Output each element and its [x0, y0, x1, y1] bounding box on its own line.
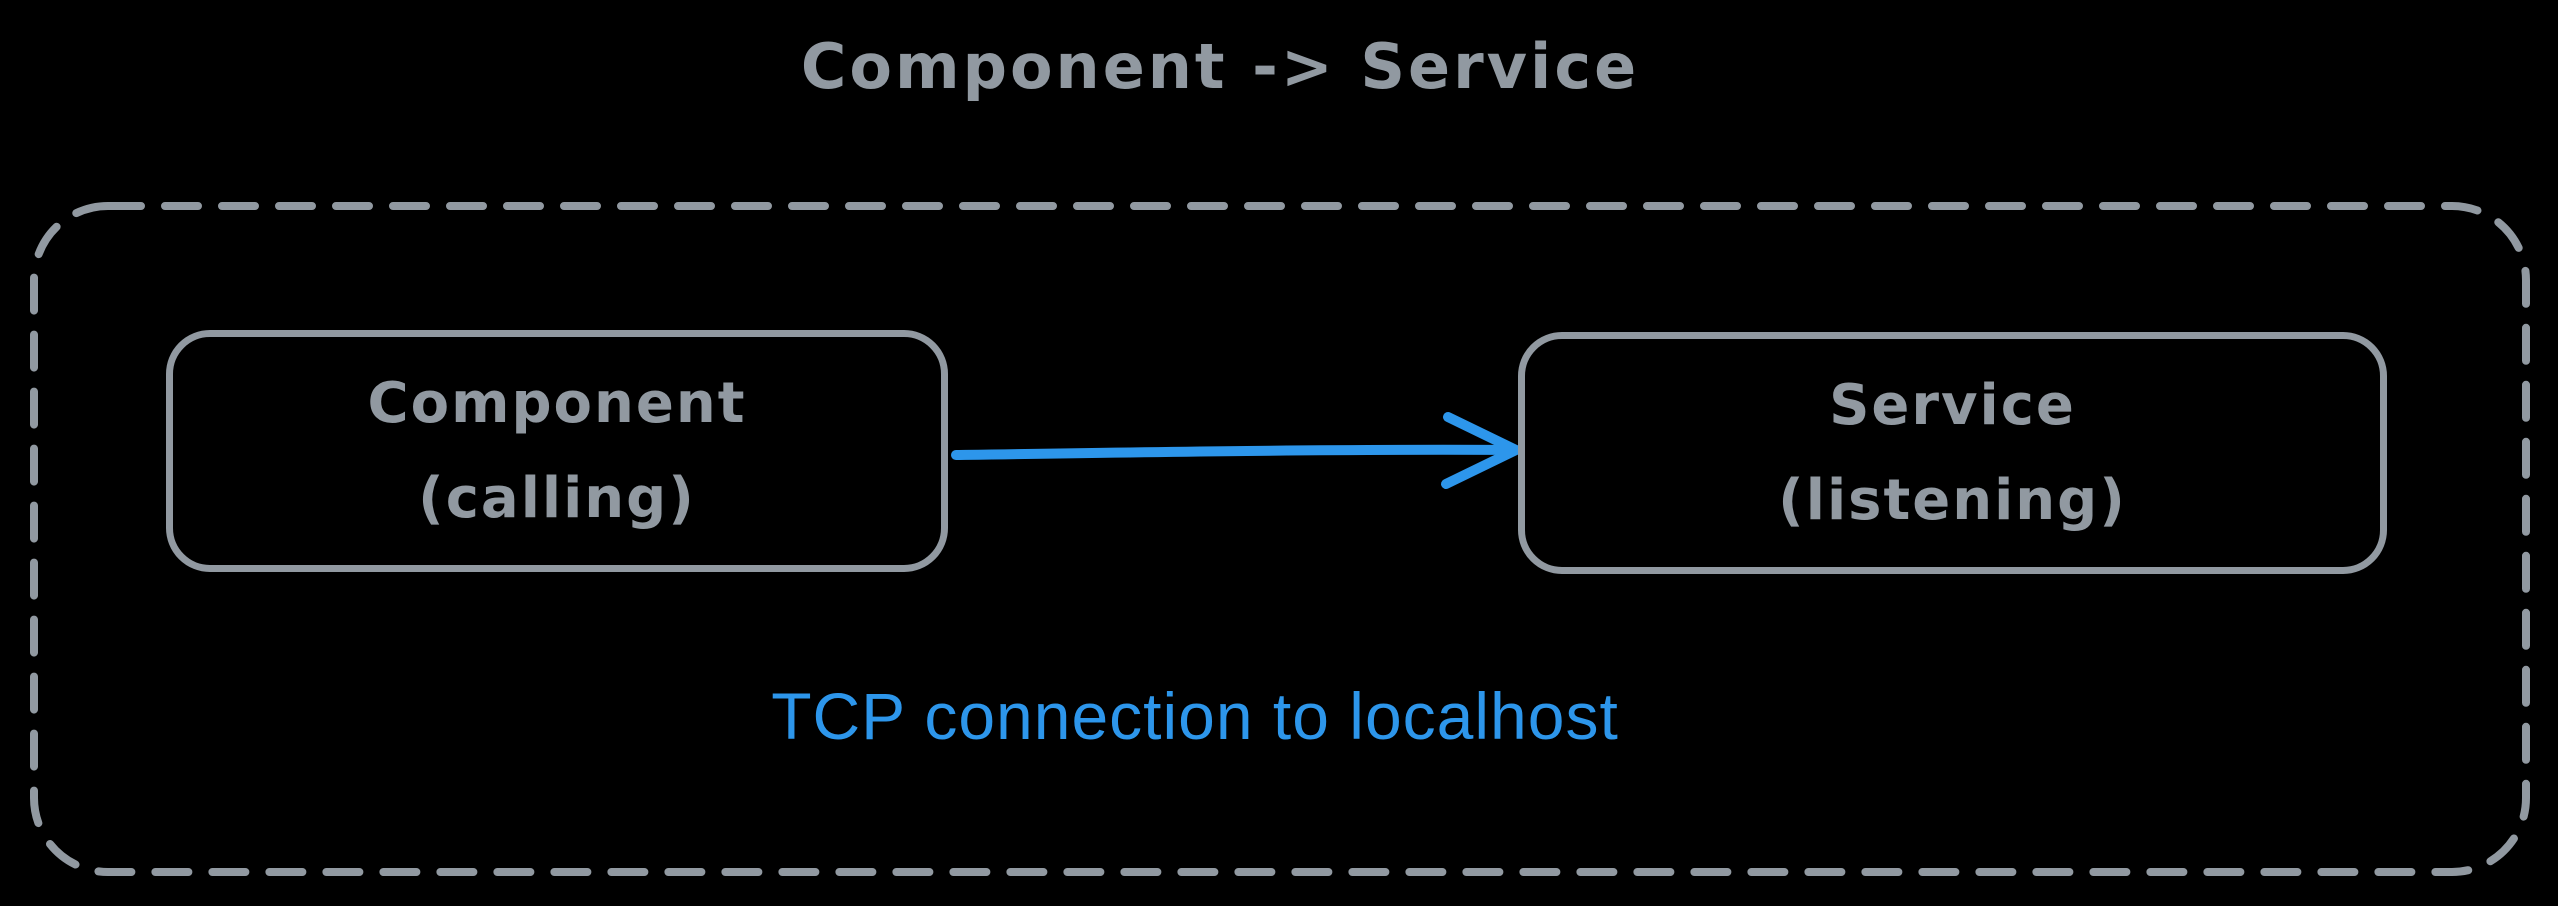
- node-service-listening: Service (listening): [1518, 332, 2387, 574]
- diagram-title: Component -> Service: [800, 30, 1640, 103]
- node-service-name: Service: [1829, 373, 2076, 438]
- connection-arrow-head-icon: [1441, 412, 1521, 489]
- node-component-name: Component: [367, 371, 747, 436]
- boundary-dashed-box: [30, 202, 2530, 876]
- connection-arrow-line: [951, 444, 1517, 460]
- node-component-calling: Component (calling): [166, 330, 948, 572]
- node-component-role: (calling): [418, 466, 696, 531]
- connection-label: TCP connection to localhost: [771, 679, 1619, 753]
- node-service-role: (listening): [1778, 468, 2127, 533]
